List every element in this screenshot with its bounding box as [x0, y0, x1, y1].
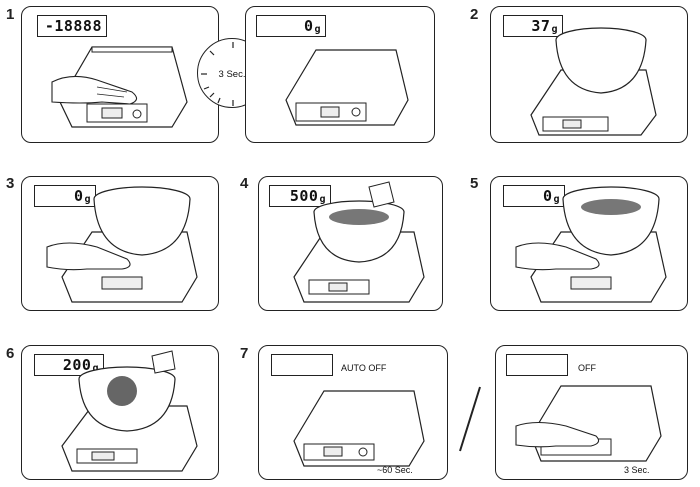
step-5-number: 5 [470, 175, 479, 192]
display-reading: -18888 [44, 17, 102, 35]
step-6-number: 6 [6, 345, 15, 362]
display-reading: 200 [62, 356, 92, 374]
step-7-panel-auto-off: AUTO OFF ~60 Sec. [258, 345, 448, 480]
step-4-number: 4 [240, 175, 249, 192]
display-reading: 0 [542, 187, 553, 205]
step-7-number: 7 [240, 345, 249, 362]
step-3-number: 3 [6, 175, 15, 192]
scale-display-blank [506, 354, 568, 376]
scale-with-hand-illustration [515, 385, 662, 462]
off-time-label: 3 Sec. [624, 465, 650, 475]
scale-bowl-pouring-illustration [293, 181, 425, 303]
separator-slash [459, 386, 481, 452]
off-label: OFF [578, 363, 596, 373]
scale-illustration [285, 49, 409, 126]
display-unit: g [84, 193, 91, 205]
display-unit: g [92, 362, 99, 374]
scale-display-blank [271, 354, 333, 376]
step-2-number: 2 [470, 6, 479, 23]
scale-illustration [293, 390, 425, 467]
auto-off-label: AUTO OFF [341, 363, 387, 373]
display-unit: g [314, 23, 321, 35]
timer-label: 3 Sec. [218, 69, 246, 80]
scale-bowl-pouring-illustration [61, 350, 198, 472]
scale-with-bowl-illustration [530, 27, 657, 136]
display-unit: g [551, 23, 558, 35]
auto-off-time-label: ~60 Sec. [377, 465, 413, 475]
display-reading: 0 [303, 17, 314, 35]
step-7-panel-manual-off: OFF 3 Sec. [495, 345, 688, 480]
scale-display: -18888 [37, 15, 107, 37]
scale-with-hand-illustration [51, 46, 188, 128]
step-1-panel-a: -18888 [21, 6, 219, 143]
display-unit: g [319, 193, 326, 205]
scale-bowl-hand-illustration [515, 186, 667, 303]
display-reading: 37 [531, 17, 551, 35]
display-reading: 500 [289, 187, 319, 205]
scale-bowl-hand-illustration [46, 186, 198, 303]
display-reading: 0 [73, 187, 84, 205]
display-unit: g [553, 193, 560, 205]
step-1-number: 1 [6, 6, 15, 23]
